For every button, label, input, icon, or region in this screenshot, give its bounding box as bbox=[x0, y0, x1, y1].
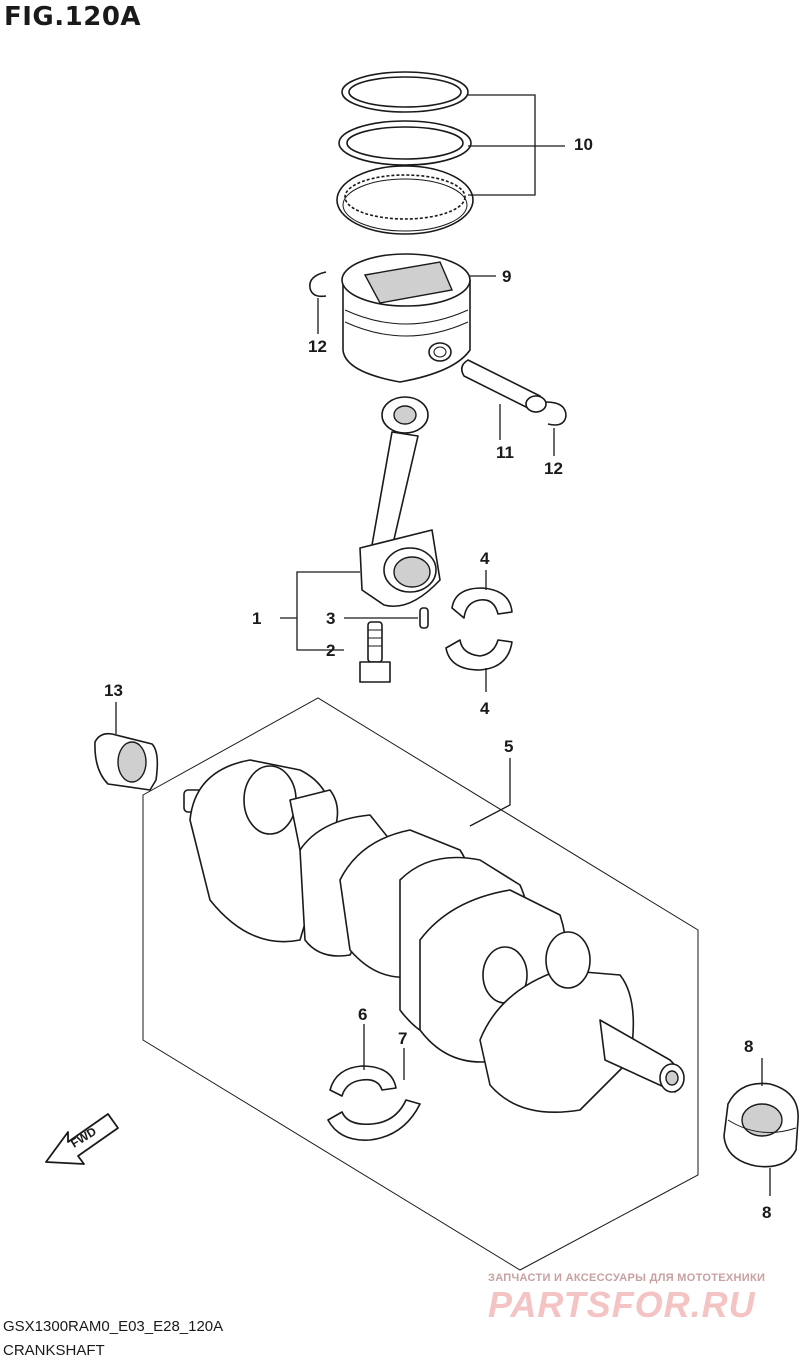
crankshaft-group-outline bbox=[142, 697, 699, 1271]
piston-pin[interactable] bbox=[460, 359, 547, 413]
callout-1: 1 bbox=[252, 609, 261, 628]
callout-8-upper: 8 bbox=[744, 1037, 753, 1056]
connecting-rod[interactable] bbox=[359, 396, 441, 607]
conrod-bolt[interactable] bbox=[359, 621, 391, 683]
watermark-tagline: ЗАПЧАСТИ И АКСЕССУАРЫ ДЛЯ МОТОТЕХНИКИ bbox=[488, 1272, 766, 1284]
piston-rings[interactable] bbox=[336, 71, 474, 235]
crankshaft-gear-bushing[interactable] bbox=[94, 732, 159, 791]
callout-13: 13 bbox=[104, 681, 123, 700]
crankshaft[interactable] bbox=[183, 759, 685, 1113]
fwd-arrow-icon: FWD bbox=[45, 1113, 119, 1165]
crankshaft-thrust-bearing[interactable] bbox=[723, 1082, 799, 1168]
piston-pin-circlip-right[interactable] bbox=[545, 401, 567, 426]
callout-12-right: 12 bbox=[544, 459, 563, 478]
piston-pin-circlip-left[interactable] bbox=[309, 271, 327, 298]
callout-12-left: 12 bbox=[308, 337, 327, 356]
crankshaft-bearing-lower[interactable] bbox=[327, 1099, 421, 1141]
callout-4-lower: 4 bbox=[480, 699, 490, 718]
figure-title: FIG.120A bbox=[4, 2, 142, 32]
figure-code: GSX1300RAM0_E03_E28_120A bbox=[3, 1318, 224, 1335]
watermark-logo: PARTSFOR.RU bbox=[488, 1284, 756, 1325]
figure-caption: CRANKSHAFT bbox=[3, 1342, 105, 1359]
callout-6: 6 bbox=[358, 1005, 367, 1024]
conrod-bearing-lower[interactable] bbox=[445, 639, 513, 671]
callout-10: 10 bbox=[574, 135, 593, 154]
callout-2: 2 bbox=[326, 641, 335, 660]
callout-4-upper: 4 bbox=[480, 549, 490, 568]
conrod-dowel-pin[interactable] bbox=[419, 607, 429, 629]
callout-3: 3 bbox=[326, 609, 335, 628]
callout-7: 7 bbox=[398, 1029, 407, 1048]
conrod-bearing-upper[interactable] bbox=[451, 587, 513, 619]
callout-8-lower: 8 bbox=[762, 1203, 771, 1222]
piston[interactable] bbox=[341, 253, 471, 383]
callout-5: 5 bbox=[504, 737, 513, 756]
crankshaft-bearing-upper[interactable] bbox=[329, 1065, 397, 1097]
callout-9: 9 bbox=[502, 267, 511, 286]
callout-11: 11 bbox=[496, 443, 514, 462]
